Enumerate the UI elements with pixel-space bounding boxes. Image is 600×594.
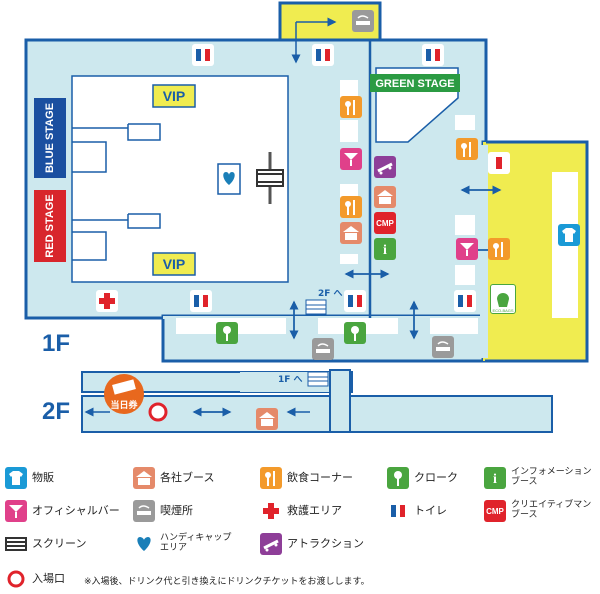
- legend-firstaid: 救護エリア: [287, 504, 342, 517]
- legend-toilet: トイレ: [414, 504, 447, 517]
- food-icon: [340, 96, 362, 118]
- legend-smoking: 喫煙所: [160, 504, 193, 517]
- cloak-icon: [387, 467, 409, 489]
- toilet-icon: [190, 290, 212, 312]
- legend-entrance: 入場口: [32, 572, 65, 585]
- legend-note: ※入場後、ドリンク代と引き換えにドリンクチケットをお渡しします。: [84, 577, 370, 587]
- blue-stage: BLUE STAGE: [34, 98, 66, 178]
- legend-screen: スクリーン: [32, 537, 87, 550]
- red-stage: RED STAGE: [34, 190, 66, 262]
- info-icon: i: [374, 238, 396, 260]
- floor-2f: [81, 369, 553, 433]
- legend-merch: 物販: [32, 471, 54, 484]
- screen-icon: [5, 533, 27, 555]
- legend-cloak: クローク: [414, 471, 458, 484]
- red-stage-label: RED STAGE: [44, 194, 56, 257]
- legend-handicap: ハンディキャップ エリア: [160, 533, 232, 553]
- floor-label-2f: 2F: [42, 398, 71, 425]
- entrance-marker: [148, 402, 168, 422]
- vip-bottom: VIP: [152, 252, 196, 276]
- toilet-icon: [454, 290, 476, 312]
- toilet-icon: [344, 290, 366, 312]
- legend-booth: 各社ブース: [160, 471, 215, 484]
- svg-text:2F へ: 2F へ: [318, 289, 343, 299]
- smoking-icon: [312, 338, 334, 360]
- handicap-icon: [133, 533, 155, 555]
- info-icon: i: [484, 467, 506, 489]
- vip-top: VIP: [152, 84, 196, 108]
- blue-stage-label: BLUE STAGE: [44, 103, 56, 173]
- smoking-icon: [133, 500, 155, 522]
- toilet-icon: [312, 44, 334, 66]
- creative-booth-icon: CMP: [374, 212, 396, 234]
- svg-text:i: i: [383, 243, 387, 258]
- bar-icon: [5, 500, 27, 522]
- svg-text:1F へ: 1F へ: [278, 375, 303, 385]
- svg-text:CMP: CMP: [486, 507, 504, 516]
- bar-icon: [340, 148, 362, 170]
- merch-icon: [5, 467, 27, 489]
- booth-icon: [374, 186, 396, 208]
- bar-icon: [456, 238, 478, 260]
- merch-icon: [558, 224, 580, 246]
- screen-icon: [256, 152, 284, 204]
- legend-info: インフォメーション ブース: [511, 467, 592, 487]
- booth-icon: [133, 467, 155, 489]
- toilet-icon: [192, 44, 214, 66]
- flow-arrows: [84, 17, 502, 417]
- firstaid-icon: [96, 290, 118, 312]
- attraction-icon: [374, 156, 396, 178]
- booth-icon: [256, 408, 278, 430]
- eco-bags-icon: ECO-BAGS: [490, 284, 516, 314]
- food-icon: [340, 196, 362, 218]
- green-stage-label: GREEN STAGE: [375, 78, 454, 90]
- creative-booth-icon: CMP: [484, 500, 506, 522]
- stairs-to-2f[interactable]: 2F へ: [305, 289, 343, 315]
- attraction-icon: [260, 533, 282, 555]
- legend-creative: クリエイティブマン ブース: [511, 500, 592, 520]
- smoking-icon: [352, 10, 374, 32]
- cloak-icon: [216, 322, 238, 344]
- svg-text:VIP: VIP: [163, 256, 186, 272]
- entrance-icon: [5, 568, 27, 590]
- food-icon: [456, 138, 478, 160]
- cloak-icon: [344, 322, 366, 344]
- svg-text:当日券: 当日券: [110, 399, 138, 411]
- toilet-icon: [387, 500, 409, 522]
- legend-bar: オフィシャルバー: [32, 504, 120, 517]
- legend-food: 飲食コーナー: [287, 471, 353, 484]
- smoking-icon: [432, 336, 454, 358]
- legend-attraction: アトラクション: [287, 537, 364, 550]
- svg-text:i: i: [493, 472, 497, 487]
- food-icon: [488, 238, 510, 260]
- toilet-icon: [488, 152, 510, 174]
- firstaid-icon: [260, 500, 282, 522]
- toilet-icon: [422, 44, 444, 66]
- booth-icon: [340, 222, 362, 244]
- stage-walkways: [72, 123, 161, 261]
- handicap-area: [217, 163, 241, 195]
- svg-text:CMP: CMP: [376, 219, 394, 228]
- stairs-to-1f[interactable]: 1F へ: [278, 371, 329, 387]
- floor-label-1f: 1F: [42, 330, 71, 357]
- svg-text:VIP: VIP: [163, 88, 186, 104]
- svg-text:ECO-BAGS: ECO-BAGS: [492, 308, 513, 313]
- same-day-ticket-badge: 当日券: [104, 374, 144, 414]
- food-icon: [260, 467, 282, 489]
